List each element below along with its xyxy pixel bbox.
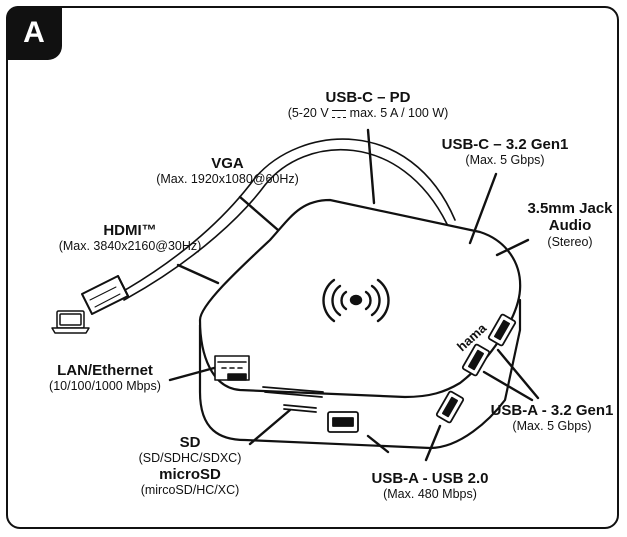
usb-c-gen1-spec: (Max. 5 Gbps) <box>465 153 545 168</box>
label-lan: LAN/Ethernet (10/100/1000 Mbps) <box>40 362 170 394</box>
leader-usb-c-gen1 <box>468 172 498 245</box>
label-usb-a-gen1: USB-A - 3.2 Gen1 (Max. 5 Gbps) <box>482 402 622 434</box>
audio-title-1: 3.5mm Jack <box>527 200 613 217</box>
leader-audio <box>495 238 530 257</box>
label-audio: 3.5mm Jack Audio (Stereo) <box>520 200 620 249</box>
leader-usb-a-gen1-2 <box>482 370 534 402</box>
leader-usb-a-2-b <box>424 424 442 462</box>
leader-lan <box>168 366 216 382</box>
usb-c-pd-spec: (5-20 V max. 5 A / 100 W) <box>287 106 449 121</box>
lan-title: LAN/Ethernet <box>57 362 153 379</box>
usb-c-pd-title: USB-C – PD <box>325 89 411 106</box>
label-sd: SD (SD/SDHC/SDXC) microSD (mircoSD/HC/XC… <box>120 434 260 497</box>
leader-usb-a-2 <box>366 434 390 454</box>
label-usb-c-pd: USB-C – PD (5-20 V max. 5 A / 100 W) <box>268 89 468 121</box>
usb-a-gen1-title: USB-A - 3.2 Gen1 <box>490 402 614 419</box>
leader-sd <box>248 408 292 446</box>
microsd-title: microSD <box>159 465 221 483</box>
hdmi-spec: (Max. 3840x2160@30Hz) <box>58 239 202 254</box>
microsd-spec: (mircoSD/HC/XC) <box>140 482 240 497</box>
label-usb-a-2: USB-A - USB 2.0 (Max. 480 Mbps) <box>360 470 500 502</box>
vga-title: VGA <box>211 155 244 172</box>
label-vga: VGA (Max. 1920x1080@60Hz) <box>140 155 315 187</box>
sd-title: SD <box>179 434 201 451</box>
laptop-icon <box>51 310 90 334</box>
usb-a-2-title: USB-A - USB 2.0 <box>371 470 489 487</box>
audio-spec: (Stereo) <box>547 234 593 249</box>
hdmi-title: HDMI™ <box>103 222 157 239</box>
leader-lines <box>168 128 540 462</box>
usb-a-2-spec: (Max. 480 Mbps) <box>383 487 477 502</box>
lan-spec: (10/100/1000 Mbps) <box>49 379 161 394</box>
lan-port <box>214 355 250 381</box>
sd-slot <box>262 386 324 398</box>
audio-title-2: Audio <box>548 217 592 235</box>
usb-c-plug-icon <box>81 275 129 315</box>
panel-letter: A <box>23 16 45 49</box>
usb-a-gen1-ports <box>435 313 517 424</box>
label-hdmi: HDMI™ (Max. 3840x2160@30Hz) <box>40 222 220 254</box>
dc-symbol <box>332 109 347 118</box>
wireless-charging-icon <box>322 278 390 323</box>
diagram-frame <box>6 6 619 529</box>
panel-letter-tab: A <box>6 6 62 60</box>
usb-c-gen1-title: USB-C – 3.2 Gen1 <box>441 136 569 153</box>
usb-a-2-port <box>327 411 359 433</box>
usb-c-cable <box>119 138 456 301</box>
leader-usb-a-gen1-1 <box>496 348 540 400</box>
label-usb-c-gen1: USB-C – 3.2 Gen1 (Max. 5 Gbps) <box>435 136 575 168</box>
vga-spec: (Max. 1920x1080@60Hz) <box>156 172 299 187</box>
leader-usb-c-pd <box>366 128 376 205</box>
sd-spec: (SD/SDHC/SDXC) <box>138 451 242 466</box>
leader-vga <box>238 195 280 232</box>
usb-a-gen1-spec: (Max. 5 Gbps) <box>512 419 592 434</box>
leader-hdmi <box>176 263 220 285</box>
